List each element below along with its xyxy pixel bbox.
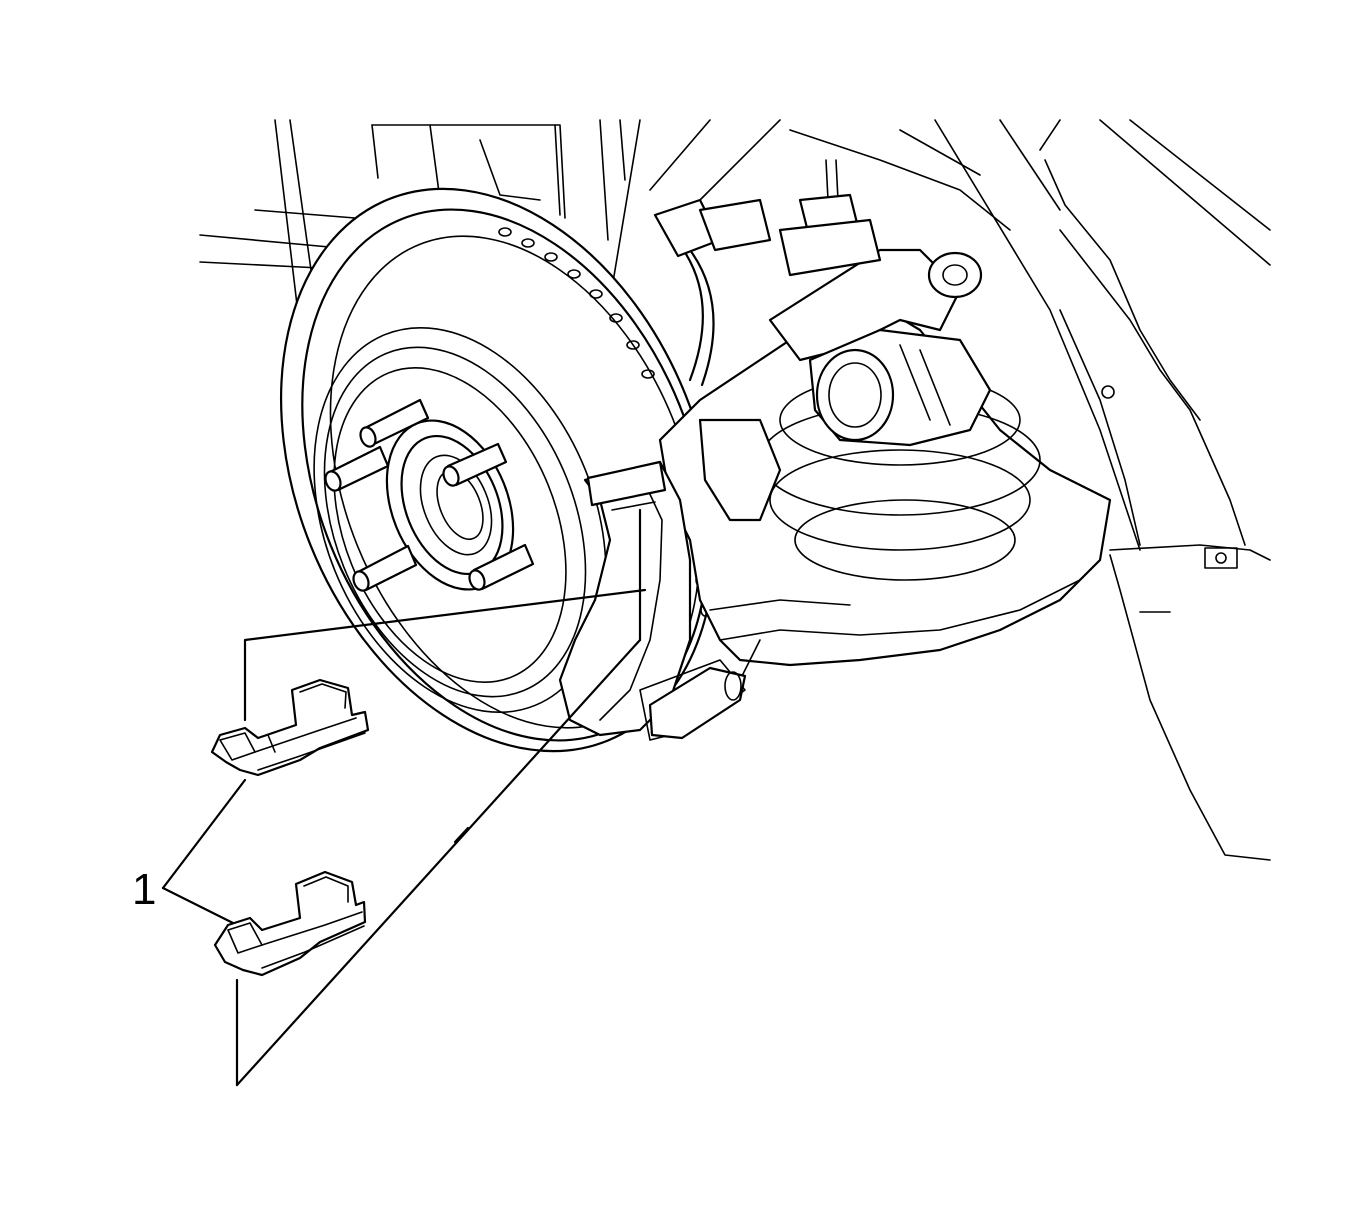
wheel-studs — [324, 398, 535, 592]
caliper-bracket — [558, 460, 747, 741]
wheel-stud — [468, 543, 535, 591]
wheel-stud — [324, 445, 390, 492]
pad-retaining-clip-lower — [213, 870, 367, 977]
callout-leaders — [161, 508, 647, 1087]
pad-retaining-clip-upper — [210, 678, 370, 777]
wheel-stud — [359, 398, 430, 448]
chassis-background — [199, 119, 1271, 861]
wheel-stud — [442, 442, 508, 487]
suspension-assembly — [653, 159, 1112, 721]
wheel-stud — [352, 544, 418, 592]
callout-label-1: 1 — [132, 865, 157, 914]
leader-dash — [453, 826, 470, 844]
